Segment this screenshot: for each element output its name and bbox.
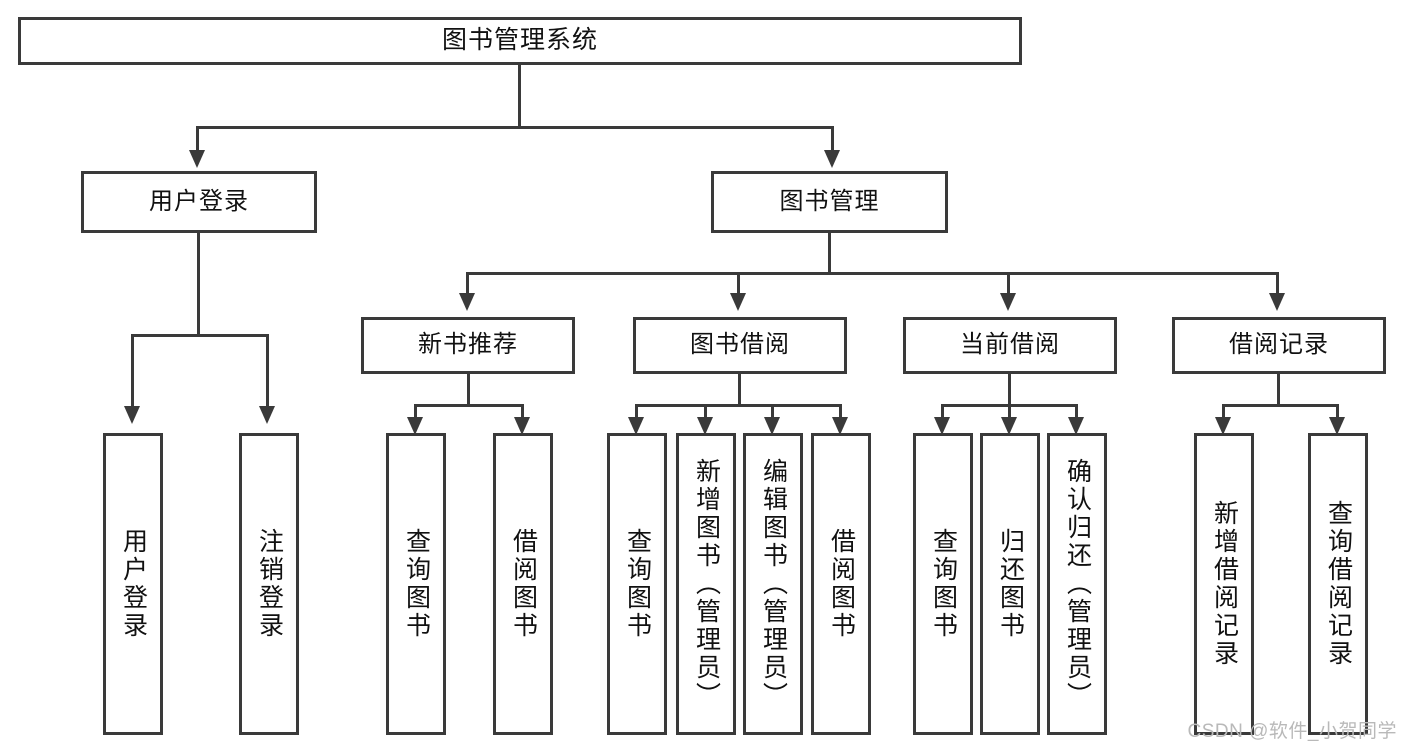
arrowhead-leaf-user-login — [124, 406, 140, 424]
arrowhead-nb-leaf-1 — [407, 417, 423, 435]
arrowhead-nb-leaf-2 — [514, 417, 530, 435]
leaf-label: 注销登录 — [255, 528, 284, 640]
leaf-label: 新增借阅记录 — [1210, 500, 1239, 668]
connector-cb-drop-1 — [941, 404, 944, 420]
connector-current-borrow-stem — [1008, 374, 1011, 406]
connector-new-book-stem — [467, 374, 470, 406]
arrowhead-bb-leaf-2 — [697, 417, 713, 435]
connector-to-new-book — [466, 272, 469, 296]
connector-new-book-drop-2 — [521, 404, 524, 420]
node-current-borrow[interactable]: 当前借阅 — [903, 317, 1117, 374]
node-label: 当前借阅 — [960, 331, 1060, 359]
connector-new-book-drop-1 — [414, 404, 417, 420]
leaf-label: 编辑图书（管理员） — [759, 458, 788, 710]
connector-cb-drop-3 — [1075, 404, 1078, 420]
node-label: 新书推荐 — [418, 331, 518, 359]
arrowhead-br-leaf-2 — [1329, 417, 1345, 435]
connector-user-login-stem — [197, 233, 200, 336]
arrowhead-cb-leaf-3 — [1068, 417, 1084, 435]
leaf-label: 借阅图书 — [509, 528, 538, 640]
connector-bb-drop-1 — [635, 404, 638, 420]
leaf-nb-query-book[interactable]: 查询图书 — [386, 433, 446, 735]
leaf-label: 用户登录 — [119, 528, 148, 640]
leaf-label: 确认归还（管理员） — [1063, 458, 1092, 710]
arrowhead-leaf-logout — [259, 406, 275, 424]
connector-root-stem — [518, 65, 521, 127]
connector-cb-drop-2 — [1008, 404, 1011, 420]
connector-root-to-user-login — [196, 126, 199, 152]
node-book-borrow[interactable]: 图书借阅 — [633, 317, 847, 374]
connector-book-mgmt-bus — [466, 272, 1278, 275]
arrowhead-cb-leaf-1 — [934, 417, 950, 435]
node-borrow-record[interactable]: 借阅记录 — [1172, 317, 1386, 374]
arrowhead-cb-leaf-2 — [1001, 417, 1017, 435]
arrowhead-bb-leaf-4 — [832, 417, 848, 435]
connector-borrow-record-stem — [1277, 374, 1280, 406]
arrowhead-current-borrow — [1000, 293, 1016, 311]
leaf-nb-borrow-book[interactable]: 借阅图书 — [493, 433, 553, 735]
leaf-bb-add-book-admin[interactable]: 新增图书（管理员） — [676, 433, 736, 735]
connector-book-mgmt-stem — [828, 233, 831, 274]
leaf-label: 查询借阅记录 — [1324, 500, 1353, 668]
connector-borrow-record-bus — [1222, 404, 1339, 407]
connector-root-bus — [196, 126, 834, 129]
connector-root-to-book-mgmt — [831, 126, 834, 152]
leaf-cb-query-book[interactable]: 查询图书 — [913, 433, 973, 735]
leaf-cb-confirm-return-admin[interactable]: 确认归还（管理员） — [1047, 433, 1107, 735]
connector-user-login-drop-1 — [131, 334, 134, 409]
leaf-logout[interactable]: 注销登录 — [239, 433, 299, 735]
node-label: 图书借阅 — [690, 331, 790, 359]
connector-bb-drop-4 — [839, 404, 842, 420]
connector-to-borrow-record — [1276, 272, 1279, 296]
connector-bb-drop-2 — [704, 404, 707, 420]
arrowhead-user-login — [189, 150, 205, 168]
leaf-label: 查询图书 — [402, 528, 431, 640]
connector-user-login-bus — [131, 334, 269, 337]
connector-new-book-bus — [414, 404, 524, 407]
connector-br-drop-1 — [1222, 404, 1225, 420]
watermark: CSDN @软件_小贺同学 — [1187, 721, 1397, 742]
node-label: 借阅记录 — [1229, 331, 1329, 359]
leaf-label: 新增图书（管理员） — [692, 458, 721, 710]
node-new-book-recommend[interactable]: 新书推荐 — [361, 317, 575, 374]
arrowhead-br-leaf-1 — [1215, 417, 1231, 435]
arrowhead-bb-leaf-3 — [764, 417, 780, 435]
connector-book-borrow-bus — [635, 404, 842, 407]
node-user-login[interactable]: 用户登录 — [81, 171, 317, 233]
connector-bb-drop-3 — [771, 404, 774, 420]
node-label: 图书管理系统 — [441, 26, 598, 55]
connector-br-drop-2 — [1336, 404, 1339, 420]
node-book-management-system[interactable]: 图书管理系统 — [18, 17, 1022, 65]
connector-book-borrow-stem — [738, 374, 741, 406]
connector-user-login-drop-2 — [266, 334, 269, 409]
leaf-label: 借阅图书 — [827, 528, 856, 640]
arrowhead-book-borrow — [730, 293, 746, 311]
leaf-br-add-record[interactable]: 新增借阅记录 — [1194, 433, 1254, 735]
leaf-label: 归还图书 — [996, 528, 1025, 640]
node-book-management[interactable]: 图书管理 — [711, 171, 948, 233]
leaf-label: 查询图书 — [929, 528, 958, 640]
leaf-bb-edit-book-admin[interactable]: 编辑图书（管理员） — [743, 433, 803, 735]
connector-to-book-borrow — [737, 272, 740, 296]
arrowhead-new-book — [459, 293, 475, 311]
leaf-br-query-record[interactable]: 查询借阅记录 — [1308, 433, 1368, 735]
leaf-cb-return-book[interactable]: 归还图书 — [980, 433, 1040, 735]
arrowhead-book-mgmt — [824, 150, 840, 168]
node-label: 图书管理 — [779, 187, 880, 215]
arrowhead-bb-leaf-1 — [628, 417, 644, 435]
leaf-user-login[interactable]: 用户登录 — [103, 433, 163, 735]
arrowhead-borrow-record — [1269, 293, 1285, 311]
connector-to-current-borrow — [1007, 272, 1010, 296]
leaf-bb-borrow-book[interactable]: 借阅图书 — [811, 433, 871, 735]
leaf-label: 查询图书 — [623, 528, 652, 640]
node-label: 用户登录 — [149, 187, 249, 215]
leaf-bb-query-book[interactable]: 查询图书 — [607, 433, 667, 735]
